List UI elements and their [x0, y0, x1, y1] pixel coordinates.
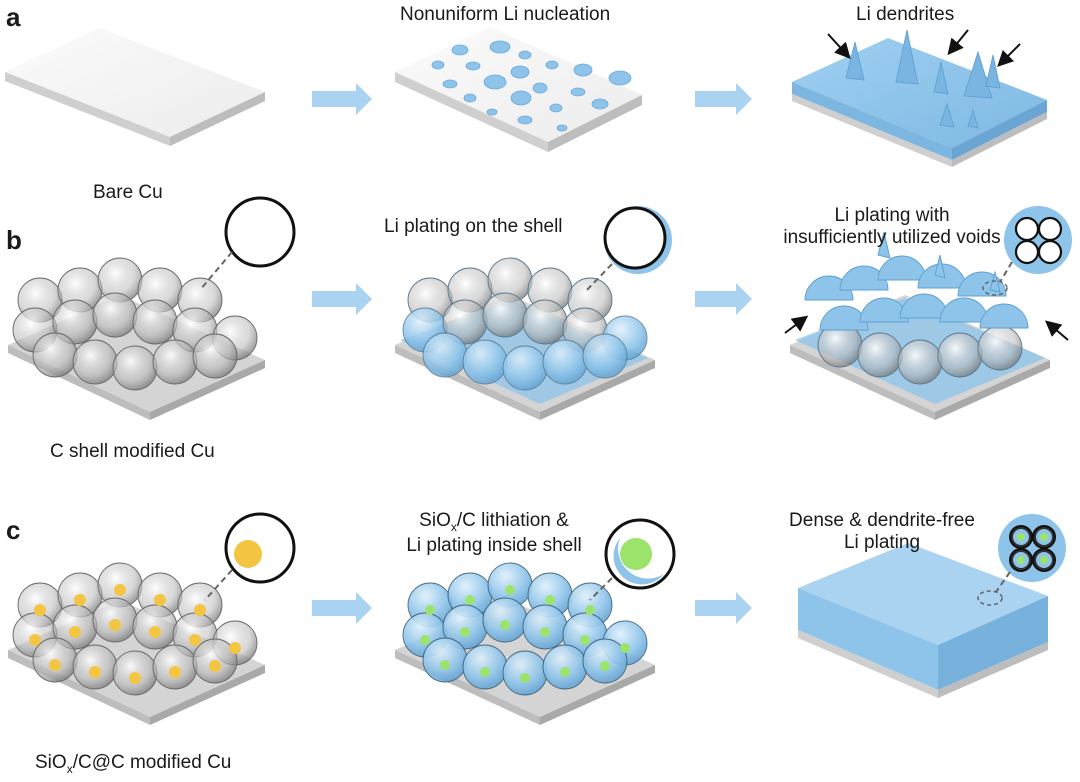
- nucleation-plate: [395, 27, 642, 152]
- li-plating-voids-line1: Li plating with: [834, 205, 950, 226]
- li-plating-voids-array: [784, 206, 1072, 420]
- siox-cu-label: SiOx/C@C modified Cu: [35, 752, 232, 776]
- process-arrow: [695, 283, 752, 315]
- process-arrow: [695, 592, 752, 624]
- li-caps: [804, 231, 1029, 331]
- li-plating-on-shell-label: Li plating on the shell: [384, 216, 563, 237]
- panel-c-letter: c: [6, 515, 21, 545]
- process-arrow: [312, 283, 372, 315]
- panel-a-letter: a: [6, 2, 21, 32]
- process-arrow: [695, 83, 752, 115]
- siox-c-array: [8, 512, 296, 725]
- lithiated-array: [395, 518, 676, 725]
- panel-b-letter: b: [6, 225, 22, 255]
- c-shell-cu-label: C shell modified Cu: [50, 441, 215, 462]
- li-on-shell-array: [395, 206, 672, 420]
- lithiation-line1: SiOx/C lithiation &: [419, 510, 569, 534]
- lithiation-label: SiOx/C lithiation & Li plating inside sh…: [386, 510, 602, 556]
- process-arrow: [312, 83, 372, 115]
- li-dendrites-label: Li dendrites: [856, 4, 955, 25]
- process-arrow: [312, 592, 372, 624]
- bare-cu-plate: [5, 28, 265, 146]
- dense-plating-line1: Dense & dendrite-free: [789, 510, 975, 531]
- li-plating-voids-label: Li plating with insufficiently utilized …: [760, 205, 1024, 249]
- c-shell-array: [8, 196, 296, 420]
- nonuniform-nucleation-label: Nonuniform Li nucleation: [400, 4, 611, 25]
- li-nuclei: [431, 40, 632, 132]
- dense-plating-label: Dense & dendrite-free Li plating: [772, 510, 992, 554]
- bare-cu-label: Bare Cu: [93, 182, 163, 203]
- dense-plating-line2: Li plating: [843, 531, 921, 553]
- dense-li-block: [798, 514, 1066, 698]
- li-dendrites: [845, 29, 1001, 129]
- li-plating-voids-line2: insufficiently utilized voids: [783, 226, 1001, 248]
- lithiation-line2: Li plating inside shell: [406, 534, 582, 556]
- dendrite-plate: [792, 29, 1047, 167]
